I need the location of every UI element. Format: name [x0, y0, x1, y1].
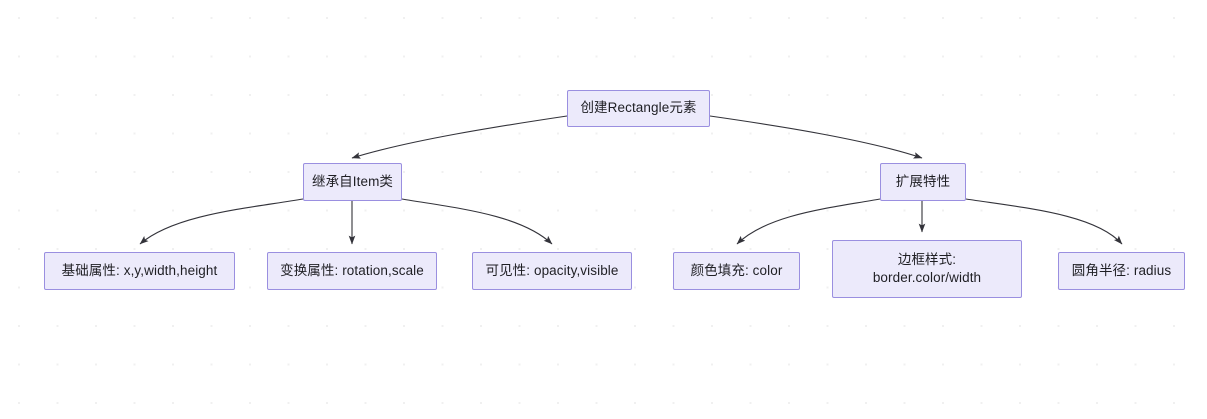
node-label-line2: border.color/width — [872, 270, 982, 285]
node-color-fill[interactable]: 颜色填充: color — [673, 252, 800, 290]
node-extend-features[interactable]: 扩展特性 — [880, 163, 966, 201]
node-label: 变换属性: rotation,scale — [280, 262, 424, 278]
node-base-properties[interactable]: 基础属性: x,y,width,height — [44, 252, 235, 290]
node-label: 可见性: opacity,visible — [485, 262, 619, 278]
node-label-line1: 边框样式: — [897, 251, 957, 267]
node-inherit-item[interactable]: 继承自Item类 — [303, 163, 402, 201]
node-label: 圆角半径: radius — [1071, 262, 1172, 278]
edge-root-to-inherit — [351, 115, 568, 159]
node-label: 基础属性: x,y,width,height — [61, 262, 218, 278]
node-visibility-properties[interactable]: 可见性: opacity,visible — [472, 252, 632, 290]
node-create-rectangle[interactable]: 创建Rectangle元素 — [567, 90, 710, 127]
node-label: 扩展特性 — [895, 173, 951, 189]
edge-extend-to-color-fill — [736, 198, 881, 245]
node-label: 继承自Item类 — [311, 173, 394, 189]
node-border-style[interactable]: 边框样式: border.color/width — [832, 240, 1022, 298]
node-label: 颜色填充: color — [690, 262, 783, 278]
node-label: 创建Rectangle元素 — [580, 100, 697, 116]
edge-extend-to-corner-radius — [965, 198, 1123, 245]
node-transform-properties[interactable]: 变换属性: rotation,scale — [267, 252, 437, 290]
edge-root-to-extend — [709, 115, 923, 159]
node-corner-radius[interactable]: 圆角半径: radius — [1058, 252, 1185, 290]
edge-inherit-to-base-props — [139, 198, 304, 245]
edge-inherit-to-visibility-props — [401, 198, 553, 245]
